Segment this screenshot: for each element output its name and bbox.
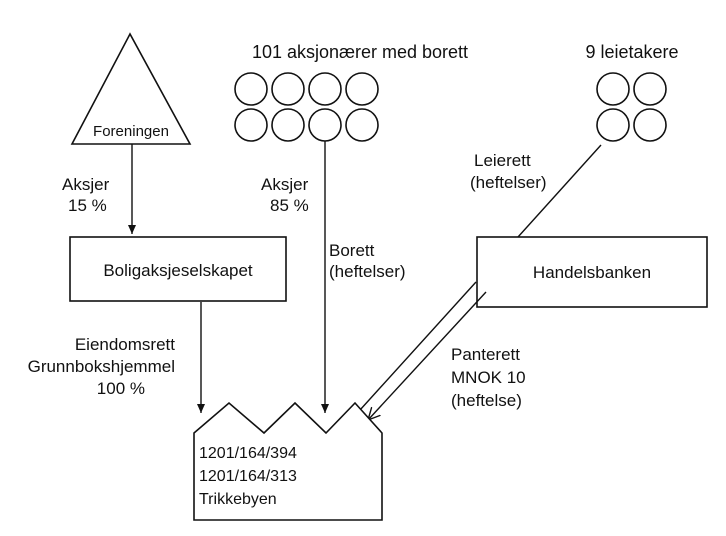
property-line-3: Trikkebyen (199, 491, 277, 508)
foreningen-shares-label-1: Aksjer (62, 175, 110, 194)
foreningen-triangle (70, 32, 192, 145)
borett-label-1: Borett (329, 241, 375, 260)
shareholders-shares-label-2: 85 % (270, 196, 309, 215)
shareholder-circle (271, 72, 305, 106)
tenant-circle (633, 72, 667, 106)
shareholder-circle (234, 108, 268, 142)
leierett-label-1: Leierett (474, 151, 531, 170)
shareholder-circle (234, 72, 268, 106)
shareholder-circle (308, 108, 342, 142)
property-line-2: 1201/164/313 (199, 468, 297, 485)
shareholder-circles (234, 72, 379, 142)
panterett-line-b (368, 291, 487, 420)
boligaksjeselskapet-label: Boligaksjeselskapet (103, 261, 253, 280)
eiendomsrett-label-3: 100 % (97, 379, 145, 398)
tenants-title: 9 leietakere (585, 42, 678, 62)
shareholder-circle (271, 108, 305, 142)
leierett-line (517, 144, 602, 238)
tenant-circle (633, 108, 667, 142)
foreningen-label: Foreningen (93, 123, 169, 140)
panterett-line-a (359, 281, 477, 411)
eiendomsrett-label-1: Eiendomsrett (75, 335, 175, 354)
tenant-circles (596, 72, 667, 142)
shareholder-circle (345, 108, 379, 142)
shareholder-circle (345, 72, 379, 106)
shareholder-circle (308, 72, 342, 106)
eiendomsrett-label-2: Grunnbokshjemmel (28, 357, 175, 376)
handelsbanken-label: Handelsbanken (533, 263, 651, 282)
panterett-label-3: (heftelse) (451, 391, 522, 410)
leierett-label-2: (heftelser) (470, 173, 547, 192)
tenant-circle (596, 108, 630, 142)
panterett-label-2: MNOK 10 (451, 368, 526, 387)
shareholders-title: 101 aksjonærer med borett (252, 42, 468, 62)
handelsbanken-box (476, 236, 708, 308)
property-building (193, 401, 383, 521)
property-line-1: 1201/164/394 (199, 445, 297, 462)
tenant-circle (596, 72, 630, 106)
foreningen-shares-label-2: 15 % (68, 196, 107, 215)
boligaksjeselskapet-box (69, 236, 287, 302)
borett-label-2: (heftelser) (329, 262, 406, 281)
panterett-label-1: Panterett (451, 345, 520, 364)
shareholders-shares-label-1: Aksjer (261, 175, 309, 194)
